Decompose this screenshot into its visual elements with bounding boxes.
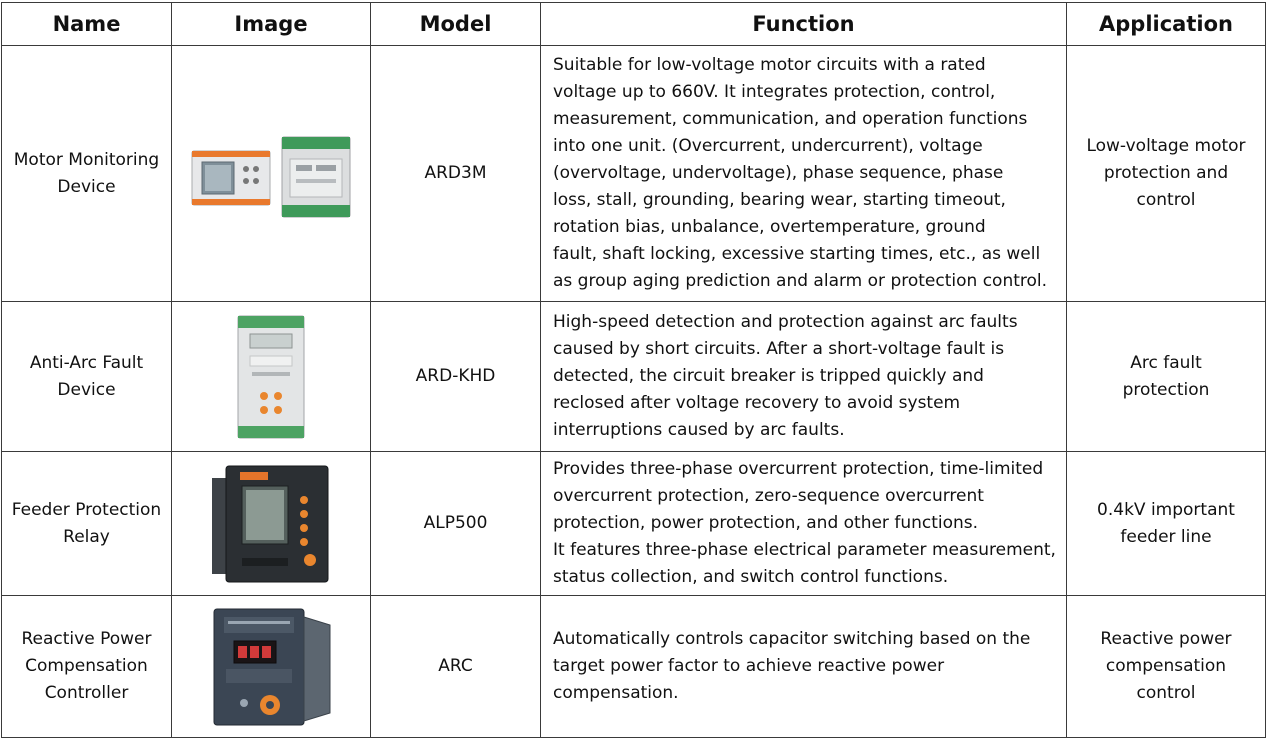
header-name: Name <box>1 2 172 46</box>
application-cell: Reactive power compensation control <box>1066 595 1266 738</box>
product-name-cell: Motor Monitoring Device <box>1 45 172 302</box>
model-cell: ARC <box>370 595 541 738</box>
header-model: Model <box>370 2 541 46</box>
header-image: Image <box>171 2 371 46</box>
product-spec-table: Name Image Model Function Application Mo… <box>1 2 1266 738</box>
product-name-cell: Anti-Arc Fault Device <box>1 301 172 452</box>
table-row: Reactive Power Compensation Controller <box>1 595 1266 738</box>
table-row: Motor Monitoring Device <box>1 45 1266 302</box>
product-name-cell: Reactive Power Compensation Controller <box>1 595 172 738</box>
model-cell: ARD-KHD <box>370 301 541 452</box>
application-cell: Arc fault protection <box>1066 301 1266 452</box>
model-cell: ARD3M <box>370 45 541 302</box>
function-cell: Suitable for low-voltage motor circuits … <box>540 45 1067 302</box>
header-row: Name Image Model Function Application <box>1 2 1266 46</box>
application-cell: 0.4kV important feeder line <box>1066 451 1266 596</box>
product-image-cell <box>171 301 371 452</box>
function-cell: Provides three-phase overcurrent protect… <box>540 451 1067 596</box>
table-row: Anti-Arc Fault Device ARD-KHD <box>1 301 1266 452</box>
function-cell: Automatically controls capacitor switchi… <box>540 595 1067 738</box>
reactive-power-controller-photo <box>213 608 331 725</box>
product-name-cell: Feeder Protection Relay <box>1 451 172 596</box>
model-cell: ALP500 <box>370 451 541 596</box>
feeder-protection-relay-photo <box>212 465 329 582</box>
application-cell: Low-voltage motor protection and control <box>1066 45 1266 302</box>
function-cell: High-speed detection and protection agai… <box>540 301 1067 452</box>
header-function: Function <box>540 2 1067 46</box>
header-application: Application <box>1066 2 1266 46</box>
anti-arc-fault-device-photo <box>237 315 305 438</box>
product-image-cell <box>171 45 371 302</box>
table-row: Feeder Protection Relay <box>1 451 1266 596</box>
motor-monitoring-device-photo <box>191 136 351 217</box>
product-image-cell <box>171 595 371 738</box>
product-image-cell <box>171 451 371 596</box>
